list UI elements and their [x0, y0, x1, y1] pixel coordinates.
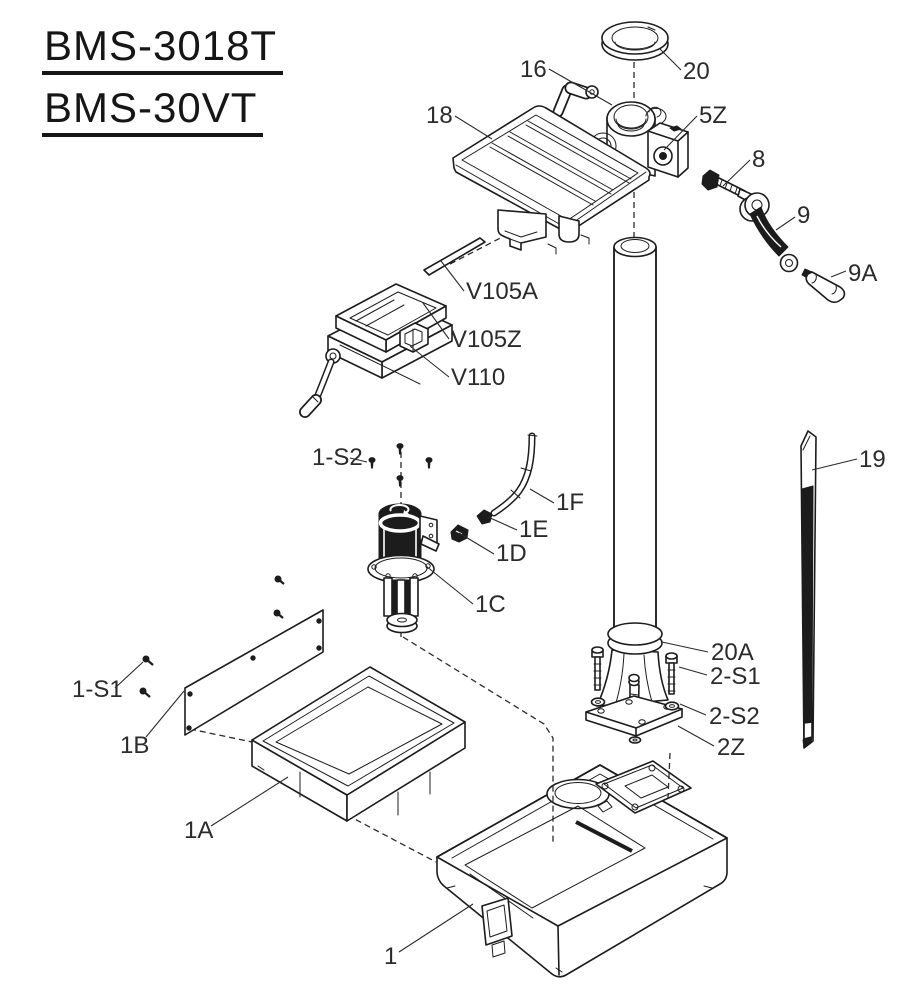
pump-screws: [368, 443, 433, 487]
part-label-9: 9: [797, 202, 810, 229]
table-lock-handle: [552, 81, 599, 120]
part-label-18: 18: [426, 102, 453, 129]
machine-base: [436, 760, 728, 978]
table-support-clamp: [645, 106, 689, 178]
part-label-V110: V110: [451, 364, 505, 391]
leader-line-16: [548, 68, 613, 106]
worktable: [452, 105, 651, 255]
coolant-tray: [251, 666, 466, 822]
part-label-1E: 1E: [519, 516, 548, 543]
leader-line-1: [398, 903, 474, 953]
washers: [590, 697, 680, 711]
leader-line-2-S2: [679, 703, 707, 716]
screw: [273, 609, 284, 619]
rack: [800, 430, 817, 749]
part-label-2-S1: 2-S1: [710, 663, 761, 690]
part-label-2-S2: 2-S2: [709, 703, 760, 730]
leader-line-1C: [425, 565, 474, 605]
screw: [368, 457, 376, 469]
crank-bolt: [701, 169, 752, 203]
screw: [274, 575, 285, 585]
panel-screws: [139, 575, 285, 698]
leader-line-2Z: [677, 725, 715, 747]
leader-line-1D: [458, 532, 495, 555]
leader-lines: [114, 48, 858, 953]
machine-vise: [299, 283, 453, 418]
part-label-9A: 9A: [848, 260, 877, 287]
vise-clamp: [399, 322, 429, 353]
leader-line-9A: [830, 270, 847, 278]
back-panel: [184, 609, 324, 736]
title-block: BMS-3018T BMS-30VT: [42, 22, 284, 146]
part-label-V105Z: V105Z: [451, 326, 522, 353]
part-label-1C: 1C: [475, 591, 506, 618]
screw: [396, 443, 404, 455]
leader-line-1E: [487, 516, 518, 531]
leader-line-20A: [661, 641, 709, 653]
screw: [425, 457, 433, 469]
coolant-pump: [367, 503, 440, 634]
leader-line-V105Z: [422, 302, 450, 340]
leader-line-20: [659, 48, 682, 71]
coolant-pipe: [490, 432, 538, 517]
screw: [139, 687, 151, 698]
part-label-5Z: 5Z: [699, 102, 727, 129]
column-support-assembly: [585, 622, 683, 744]
part-label-8: 8: [752, 146, 765, 173]
screw: [396, 475, 404, 487]
model-title-2: BMS-30VT: [42, 84, 264, 137]
leader-line-8: [722, 159, 751, 187]
leader-line-V110: [409, 345, 450, 378]
part-label-20A: 20A: [711, 639, 754, 666]
column-ring: [601, 21, 669, 61]
part-label-V105A: V105A: [466, 278, 538, 305]
part-label-1: 1: [384, 943, 397, 970]
part-label-16: 16: [520, 56, 547, 83]
model-title-1: BMS-3018T: [42, 22, 284, 75]
leader-line-1-S1: [114, 661, 144, 689]
table-crank-arm: [739, 192, 799, 273]
leader-line-2-S1: [678, 666, 708, 676]
part-label-1F: 1F: [556, 489, 584, 516]
part-label-19: 19: [859, 446, 886, 473]
leader-line-5Z: [663, 115, 698, 151]
part-label-1-S2: 1-S2: [312, 444, 363, 471]
part-label-1B: 1B: [120, 732, 149, 759]
leader-line-18: [454, 115, 493, 140]
leader-line-1B: [145, 690, 185, 738]
part-label-1D: 1D: [496, 540, 527, 567]
leader-line-V105A: [440, 260, 465, 292]
vise-slide-bar: [423, 237, 486, 276]
leader-line-1A: [210, 776, 289, 827]
part-label-1-S1: 1-S1: [72, 676, 123, 703]
leader-line-19: [811, 458, 858, 471]
pipe-fitting: [476, 509, 493, 525]
part-label-2Z: 2Z: [717, 734, 745, 761]
screw: [142, 655, 154, 666]
leader-line-1-S2: [349, 457, 368, 463]
part-label-20: 20: [683, 58, 710, 85]
leader-line-9: [775, 216, 796, 231]
part-label-1A: 1A: [184, 817, 213, 844]
column: [613, 236, 657, 633]
base-bolts: [591, 646, 678, 695]
leader-line-1F: [529, 488, 555, 504]
crank-handle-grip: [801, 268, 846, 304]
